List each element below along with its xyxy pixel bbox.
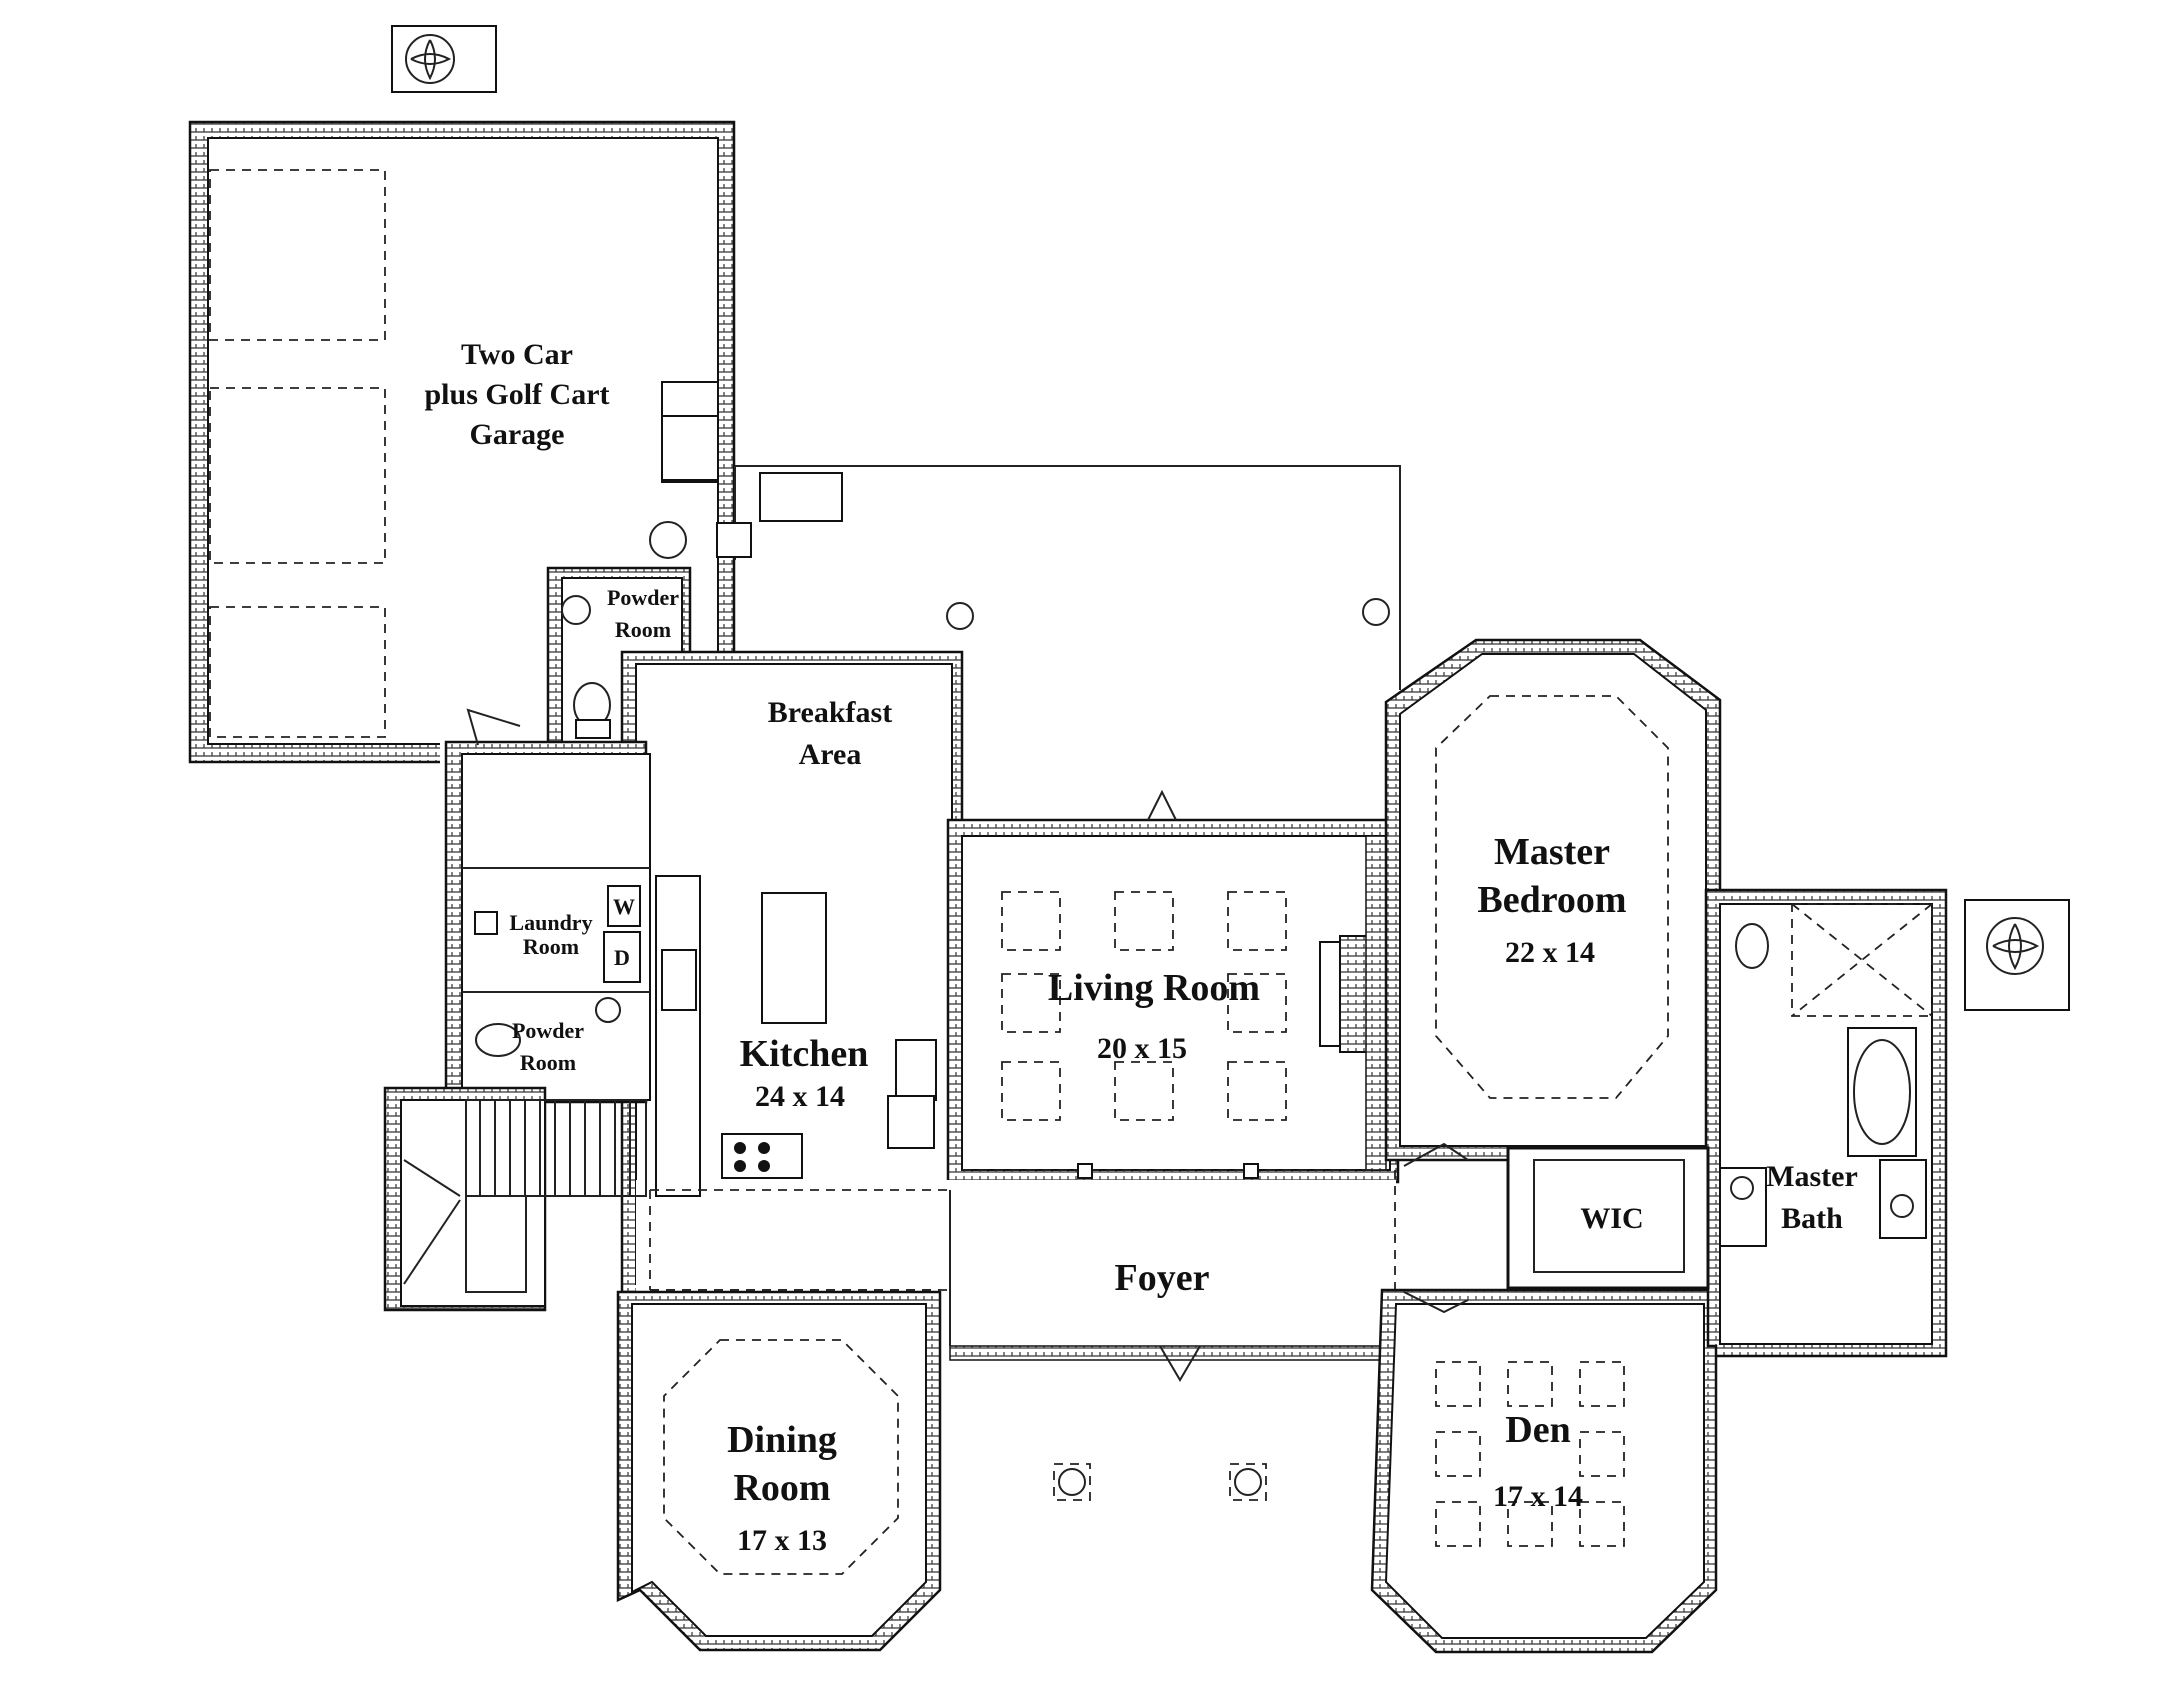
- kitchen-island: [761, 892, 827, 1024]
- living-room-area: [962, 835, 1390, 1179]
- bathtub-icon: [1847, 1027, 1917, 1157]
- front-columns: [1053, 1463, 1267, 1501]
- column-icon: [946, 602, 974, 630]
- master-bedroom-label-line2: Bedroom: [1477, 879, 1626, 921]
- door-icon: [1147, 789, 1177, 821]
- master-bedroom-label-line1: Master: [1494, 831, 1610, 873]
- dining-room-area: [616, 1289, 942, 1652]
- powder-room-lower-label-line2: Room: [520, 1050, 576, 1075]
- living-room-label: Living Room: [1048, 967, 1260, 1009]
- garage-label-line1: Two Car: [461, 338, 573, 371]
- powder-room-upper-label-line2: Room: [615, 617, 671, 642]
- breakfast-area-label-line1: Breakfast: [768, 696, 892, 729]
- powder-room-lower-label-line1: Powder: [512, 1018, 584, 1043]
- wic-label: WIC: [1580, 1202, 1643, 1235]
- patio-outline: [735, 465, 1401, 690]
- sink-icon: [561, 595, 591, 625]
- sink-icon: [1730, 1176, 1754, 1200]
- main-house-walls: [383, 566, 1400, 1356]
- sink-icon: [1890, 1194, 1914, 1218]
- sink-icon: [661, 949, 697, 1011]
- powder-room-upper-area: [561, 595, 611, 739]
- toilet-icon: [475, 1023, 521, 1057]
- laundry-area: [462, 867, 650, 1057]
- column-icon: [1362, 598, 1390, 626]
- dining-room-label-line1: Dining: [727, 1419, 837, 1461]
- garage-label-line2: plus Golf Cart: [424, 378, 609, 411]
- master-bath-label-line2: Bath: [1781, 1202, 1843, 1235]
- washer-label: W: [613, 894, 635, 919]
- powder-room-upper-label-line1: Powder: [607, 585, 679, 610]
- sink-icon: [595, 997, 621, 1023]
- master-bath-area: [1704, 888, 1948, 1358]
- wic-area: [1506, 1146, 1710, 1290]
- dining-room-size: 17 x 13: [737, 1524, 827, 1557]
- kitchen-size: 24 x 14: [755, 1080, 845, 1113]
- ac-unit-icon: [391, 25, 497, 93]
- foyer-area: [649, 1170, 1396, 1382]
- master-bedroom-area: [1384, 638, 1722, 1162]
- dining-room-label-line2: Room: [733, 1467, 830, 1509]
- living-room-size: 20 x 15: [1097, 1032, 1187, 1065]
- kitchen-area: [655, 875, 937, 1197]
- toilet-icon: [1735, 923, 1769, 969]
- den-size: 17 x 14: [1493, 1480, 1583, 1513]
- laundry-room-label-line1: Laundry: [509, 910, 592, 935]
- master-bath-label-line1: Master: [1766, 1160, 1858, 1193]
- ac-unit-icon: [1964, 899, 2070, 1011]
- den-label: Den: [1505, 1409, 1570, 1451]
- garage-label-line3: Garage: [470, 418, 565, 451]
- door-icon: [1403, 1291, 1469, 1314]
- staircase: [403, 1099, 647, 1293]
- sink-icon: [716, 522, 752, 558]
- dryer-label: D: [614, 945, 630, 970]
- grill-icon: [759, 472, 843, 522]
- breakfast-area-label-line2: Area: [799, 738, 862, 771]
- den-area: [1370, 1288, 1718, 1654]
- kitchen-counter: [655, 875, 701, 1197]
- door-icon: [466, 708, 521, 746]
- door-icon: [1403, 1142, 1469, 1167]
- master-bedroom-size: 22 x 14: [1505, 936, 1595, 969]
- kitchen-label: Kitchen: [740, 1033, 869, 1075]
- laundry-room-label-line2: Room: [523, 934, 579, 959]
- foyer-label: Foyer: [1115, 1257, 1210, 1299]
